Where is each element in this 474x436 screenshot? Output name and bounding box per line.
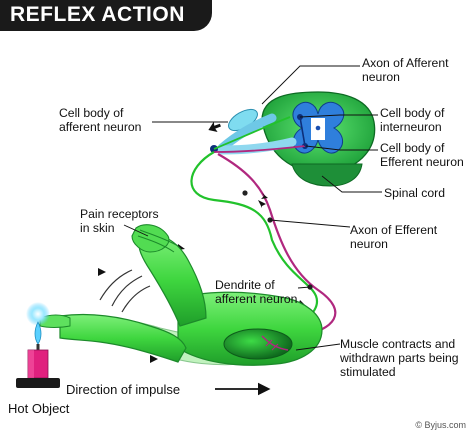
label-cell-body-interneuron: Cell body of interneuron — [380, 106, 445, 134]
page-title: REFLEX ACTION — [10, 3, 185, 26]
label-pain-receptors: Pain receptors in skin — [80, 207, 159, 235]
label-spinal-cord: Spinal cord — [384, 186, 445, 200]
efferent-nerve-path — [217, 153, 337, 338]
leader-lines — [123, 65, 382, 351]
arm — [39, 224, 323, 366]
label-axon-efferent: Axon of Efferent neuron — [350, 223, 438, 251]
label-dendrite-afferent: Dendrite of afferent neuron — [215, 278, 298, 306]
label-hot-object: Hot Object — [8, 401, 70, 416]
label-axon-afferent: Axon of Afferent neuron — [362, 56, 449, 84]
label-cell-body-afferent: Cell body of afferent neuron — [59, 106, 142, 134]
credit-text: © Byjus.com — [415, 420, 466, 430]
nerve-dot — [242, 190, 248, 196]
impulse-arrows — [98, 121, 306, 363]
afferent-nerve-path — [190, 151, 319, 338]
title-banner: REFLEX ACTION — [0, 0, 212, 31]
motion-lines — [99, 269, 151, 313]
label-cell-body-efferent: Cell body of Efferent neuron — [380, 141, 464, 169]
hot-object-candle — [16, 302, 60, 388]
label-muscle-contracts: Muscle contracts and withdrawn parts bei… — [340, 337, 459, 379]
label-direction-of-impulse: Direction of impulse — [66, 382, 181, 397]
spinal-cord — [210, 91, 376, 187]
flame-icon — [26, 302, 50, 326]
